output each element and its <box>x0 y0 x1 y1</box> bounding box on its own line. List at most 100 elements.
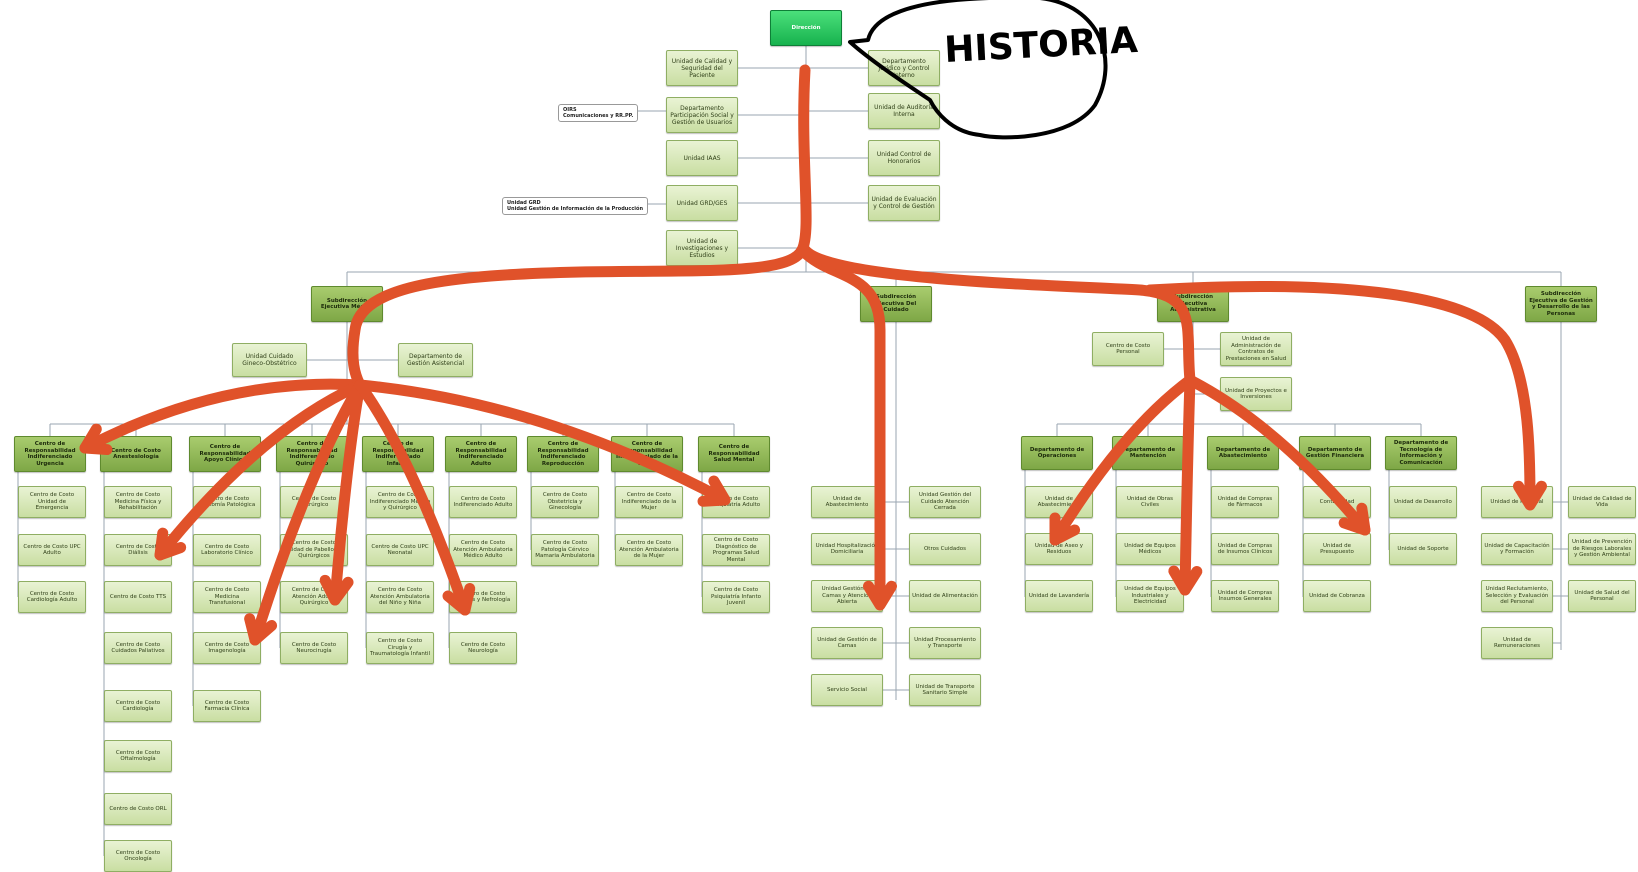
arrow-admin-2 <box>1184 374 1371 536</box>
arrow-admin-1 <box>1179 374 1196 596</box>
admin-dept-4-item-1: Unidad de Soporte <box>1389 533 1457 565</box>
arrow-medica-4 <box>354 379 471 616</box>
staff-right-3: Unidad de Evaluación y Control de Gestió… <box>868 185 940 221</box>
admin-dept-4: Departamento de Tecnología de Informació… <box>1385 436 1457 470</box>
admin-dept-1-item-0: Unidad de Obras Civiles <box>1116 486 1184 518</box>
admin-dept-2-item-2: Unidad de Compras Insumos Generales <box>1211 580 1279 612</box>
staff-left-3: Unidad GRD/GES <box>666 185 738 221</box>
branch-cuidado <box>796 244 886 606</box>
personas-right-2: Unidad de Salud del Personal <box>1568 580 1636 612</box>
staff-left-4: Unidad de Investigaciones y Estudios <box>666 230 738 266</box>
arrow-medica-2 <box>249 379 366 646</box>
admin-dept-0: Departamento de Operaciones <box>1021 436 1093 470</box>
cuidado-left-4: Servicio Social <box>811 674 883 706</box>
medica-cr-8: Centro de Responsabilidad Salud Mental <box>698 436 770 472</box>
medica-cr-6-item-0: Centro de Costo Obstetricia y Ginecologí… <box>531 486 599 518</box>
note-1: Unidad GRD Unidad Gestión de Información… <box>502 197 649 215</box>
arrow-head-admin-1 <box>1168 565 1203 596</box>
personas-left-1: Unidad de Capacitación y Formación <box>1481 533 1553 565</box>
staff-right-2: Unidad Control de Honorarios <box>868 140 940 176</box>
branch-admin <box>799 244 1196 386</box>
medica-cr-0-item-1: Centro de Costo UPC Adulto <box>18 534 86 566</box>
medica-cr-2-item-4: Centro de Costo Farmacia Clínica <box>193 690 261 722</box>
admin-dept-2: Departamento de Abastecimiento <box>1207 436 1279 470</box>
medica-cr-8-item-2: Centro de Costo Psiquiatría Infanto Juve… <box>702 581 770 613</box>
arrow-head-medica-4 <box>442 583 476 616</box>
medica-cr-0-item-2: Centro de Costo Cardiología Adulto <box>18 581 86 613</box>
annotation-label: HISTORIA <box>943 20 1139 71</box>
medica-cr-1-item-4: Centro de Costo Cardiología <box>104 690 172 722</box>
medica-cr-4-item-3: Centro de Costo Cirugía y Traumatología … <box>366 632 434 664</box>
arrow-medica-5 <box>354 379 731 506</box>
admin-dept-0-item-2: Unidad de Lavandería <box>1025 580 1093 612</box>
admin-dept-2-item-1: Unidad de Compras de Insumos Clínicos <box>1211 533 1279 565</box>
medica-cr-2-item-2: Centro de Costo Medicina Transfusional <box>193 581 261 613</box>
medica-cr-1: Centro de Costo Anestesiología <box>100 436 172 472</box>
medica-cr-1-item-5: Centro de Costo Oftalmología <box>104 740 172 772</box>
arrow-head-medica-3 <box>319 574 354 606</box>
medica-staff-1: Departamento de Gestión Asistencial <box>398 343 473 377</box>
medica-cr-1-item-2: Centro de Costo TTS <box>104 581 172 613</box>
medica-cr-4-item-2: Centro de Costo Atención Ambulatoria del… <box>366 581 434 613</box>
personas-left-3: Unidad de Remuneraciones <box>1481 627 1553 659</box>
staff-left-0: Unidad de Calidad y Seguridad del Pacien… <box>666 50 738 86</box>
medica-cr-1-item-6: Centro de Costo ORL <box>104 793 172 825</box>
admin-dept-3-item-2: Unidad de Cobranza <box>1303 580 1371 612</box>
cuidado-right-3: Unidad Procesamiento y Transporte <box>909 627 981 659</box>
arrow-head-medica-5 <box>697 475 731 507</box>
medica-cr-5-item-1: Centro de Costo Atención Ambulatoria Méd… <box>449 534 517 566</box>
medica-cr-7-item-1: Centro de Costo Atención Ambulatoria de … <box>615 534 683 566</box>
admin-staff-1: Unidad de Administración de Contratos de… <box>1220 332 1292 366</box>
medica-cr-1-item-7: Centro de Costo Oncología <box>104 840 172 872</box>
medica-cr-5-item-3: Centro de Costo Neurología <box>449 632 517 664</box>
arrow-medica-3 <box>329 379 366 606</box>
medica-cr-0-item-0: Centro de Costo Unidad de Emergencia <box>18 486 86 518</box>
cuidado-right-0: Unidad Gestión del Cuidado Atención Cerr… <box>909 486 981 518</box>
arrow-medica-0 <box>79 378 366 454</box>
medica-cr-1-item-3: Centro de Costo Cuidados Paliativos <box>104 632 172 664</box>
personas-right-1: Unidad de Prevención de Riesgos Laborale… <box>1568 533 1636 565</box>
arrow-head-medica-1 <box>154 527 187 561</box>
admin-dept-1-item-2: Unidad de Equipos Industriales y Electri… <box>1116 580 1184 612</box>
branch-personas <box>1144 281 1536 506</box>
cuidado-left-0: Unidad de Abastecimiento <box>811 486 883 518</box>
root-node-direccion: Dirección <box>770 10 842 46</box>
cuidado-left-3: Unidad de Gestión de Camas <box>811 627 883 659</box>
admin-dept-4-item-0: Unidad de Desarrollo <box>1389 486 1457 518</box>
arrow-head-medica-2 <box>244 613 278 646</box>
arrow-admin-0 <box>1049 374 1196 546</box>
cuidado-right-4: Unidad de Transporte Sanitario Simple <box>909 674 981 706</box>
speech-bubble-shape <box>848 0 1108 140</box>
arrow-head-admin-2 <box>1338 502 1371 536</box>
subdireccion-3: Subdirección Ejecutiva de Gestión y Desa… <box>1525 286 1597 322</box>
cuidado-right-1: Otros Cuidados <box>909 533 981 565</box>
personas-right-0: Unidad de Calidad de Vida <box>1568 486 1636 518</box>
arrow-personas <box>1513 480 1547 511</box>
medica-cr-1-item-0: Centro de Costo Medicina Física y Rehabi… <box>104 486 172 518</box>
personas-left-2: Unidad Reclutamiento, Selección y Evalua… <box>1481 580 1553 612</box>
note-0: OIRS Comunicaciones y RR.PP. <box>558 104 639 122</box>
admin-dept-1-item-1: Unidad de Equipos Médicos <box>1116 533 1184 565</box>
arrow-head-medica-0 <box>79 423 113 456</box>
medica-cr-3-item-3: Centro de Costo Neurocirugía <box>280 632 348 664</box>
staff-left-2: Unidad IAAS <box>666 140 738 176</box>
arrow-cuidado <box>863 580 897 611</box>
arrow-medica-1 <box>154 379 366 561</box>
admin-dept-2-item-0: Unidad de Compras de Fármacos <box>1211 486 1279 518</box>
admin-staff-0: Centro de Costo Personal <box>1092 332 1164 366</box>
admin-dept-3-item-1: Unidad de Presupuesto <box>1303 533 1371 565</box>
trunk-left <box>347 64 812 391</box>
arrow-head-admin-0 <box>1049 512 1081 546</box>
medica-staff-0: Unidad Cuidado Gineco-Obstétrico <box>232 343 307 377</box>
medica-cr-8-item-1: Centro de Costo Diagnóstico de Programas… <box>702 534 770 566</box>
cuidado-right-2: Unidad de Alimentación <box>909 580 981 612</box>
medica-cr-5-item-0: Centro de Costo Indiferenciado Adulto <box>449 486 517 518</box>
medica-cr-2-item-1: Centro de Costo Laboratorio Clínico <box>193 534 261 566</box>
medica-cr-4-item-1: Centro de Costo UPC Neonatal <box>366 534 434 566</box>
medica-cr-6-item-1: Centro de Costo Patología Cérvico Mamari… <box>531 534 599 566</box>
medica-cr-0: Centro de Responsabilidad Indiferenciado… <box>14 436 86 472</box>
staff-left-1: Departamento Participación Social y Gest… <box>666 97 738 133</box>
medica-cr-5: Centro de Responsabilidad Indiferenciado… <box>445 436 517 472</box>
